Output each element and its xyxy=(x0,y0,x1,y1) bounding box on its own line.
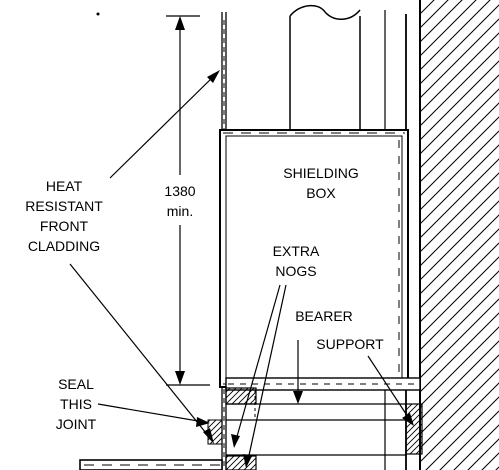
shielding-box-line-2: BOX xyxy=(306,185,336,201)
seal-joint-line-1: SEAL xyxy=(58,376,94,392)
dimension-qualifier: min. xyxy=(167,203,193,219)
shielding-box xyxy=(219,129,409,388)
seal-joint-line-3: JOINT xyxy=(56,416,97,432)
extra-nogs-line-1: EXTRA xyxy=(273,243,320,259)
label-dimension: 1380 min. xyxy=(164,183,195,219)
leader-lines xyxy=(69,70,414,468)
stray-dot xyxy=(96,12,100,16)
dimension-value: 1380 xyxy=(164,183,195,199)
label-support: SUPPORT xyxy=(316,336,384,352)
label-extra-nogs: EXTRA NOGS xyxy=(273,243,320,279)
heat-cladding-line-1: HEAT xyxy=(46,178,83,194)
extra-nogs-line-2: NOGS xyxy=(275,263,316,279)
support-block xyxy=(405,403,423,455)
heat-cladding-line-4: CLADDING xyxy=(28,238,100,254)
label-bearer: BEARER xyxy=(295,308,353,324)
label-seal-joint: SEAL THIS JOINT xyxy=(56,376,97,432)
hearth-slab xyxy=(79,459,223,470)
masonry-wall xyxy=(419,0,499,470)
label-heat-cladding: HEAT RESISTANT FRONT CLADDING xyxy=(25,178,103,254)
label-shielding-box: SHIELDING BOX xyxy=(283,165,358,201)
shielding-box-line-1: SHIELDING xyxy=(283,165,358,181)
flue-pipe xyxy=(289,4,361,130)
dimension-line xyxy=(166,15,210,386)
heat-cladding-line-3: FRONT xyxy=(40,218,89,234)
heat-cladding-line-2: RESISTANT xyxy=(25,198,103,214)
seal-joint-line-2: THIS xyxy=(60,396,92,412)
